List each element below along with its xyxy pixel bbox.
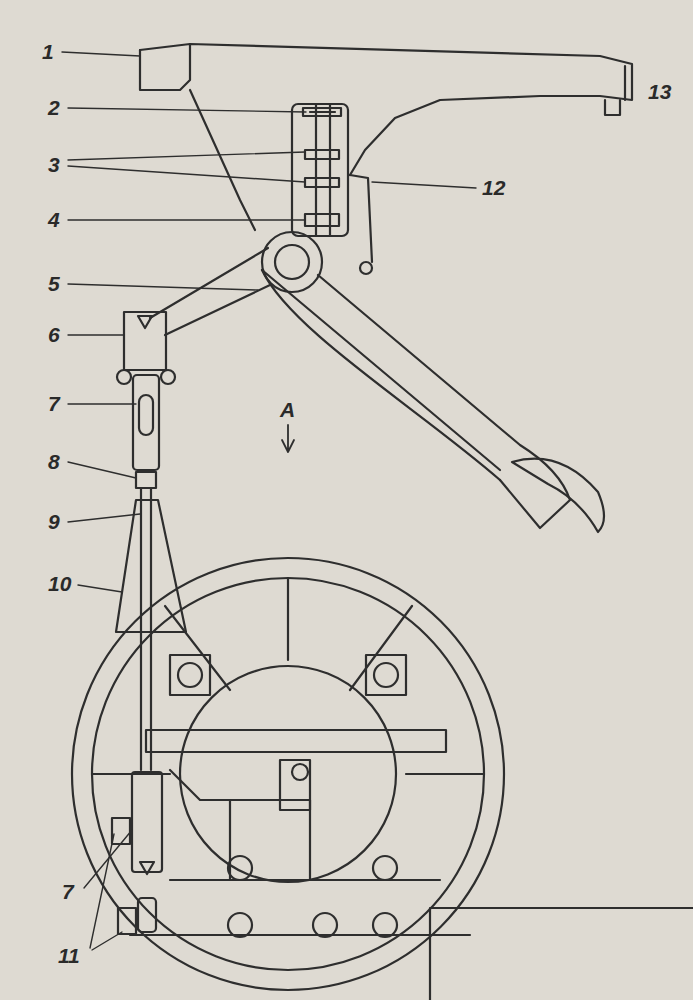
pivot-boss [262,232,322,292]
bolt [373,856,397,880]
floor-panel [430,908,693,1000]
lock-nut [118,908,136,934]
clevis-pin [138,316,152,328]
master-cylinder [230,800,310,880]
view-label: A [278,398,297,421]
clevis [124,312,166,370]
bolt [373,913,397,937]
mount-plate [366,655,406,695]
callout-number: 12 [480,176,507,199]
callout-number: 5 [46,272,62,295]
fork-slot [138,898,156,932]
lower-fork [132,772,162,872]
callout-number: 4 [46,208,62,231]
pivot-shaft [275,245,309,279]
callout-number: 6 [46,323,62,346]
fork-pin [140,862,154,874]
fork-pin [161,370,175,384]
lock-nut [112,818,130,844]
adjust-nut [136,472,156,488]
callout-number: 13 [646,80,673,103]
callout-number: 10 [46,572,73,595]
callout-number: 8 [46,450,62,473]
mount-nut [178,663,202,687]
stop-nut [303,108,341,116]
callout-number: 2 [46,96,62,119]
fork [133,375,159,470]
cylinder-bracket [170,770,440,880]
callout-number: 7 [46,392,62,415]
callout-number: 7 [60,880,76,903]
bolt [228,856,252,880]
lock-nut [305,178,339,187]
spring-eye [360,262,372,274]
fork-slot [139,395,153,435]
stop-bolt [310,104,335,236]
lock-nut [305,150,339,159]
booster-rim [92,578,484,970]
bolt [228,913,252,937]
mount-plate [170,655,210,695]
callout-number: 3 [46,153,62,176]
bracket-bolt [605,66,625,115]
mount-nut [374,663,398,687]
push-rod [141,488,151,770]
return-spring [350,175,372,262]
booster-rib [92,578,484,774]
pedal-arm [150,248,270,335]
pedal-lever [262,270,570,528]
callout-number: 11 [56,944,82,967]
booster-housing [72,558,504,990]
stop-housing [292,104,348,236]
pedal-pad [512,459,604,532]
leader-lines [62,52,476,950]
callout-number: 9 [46,510,62,533]
cross-bar [146,730,446,752]
bracket-flange [140,44,190,90]
base-bar [130,934,470,936]
pedal-lever-edge [262,270,500,480]
booster-hub [180,666,396,882]
callout-number: 1 [40,40,56,63]
view-arrow [282,425,294,452]
cylinder-port [280,760,310,810]
fork-pin [117,370,131,384]
bolt [313,913,337,937]
buffer [305,214,339,226]
port-bolt [292,764,308,780]
